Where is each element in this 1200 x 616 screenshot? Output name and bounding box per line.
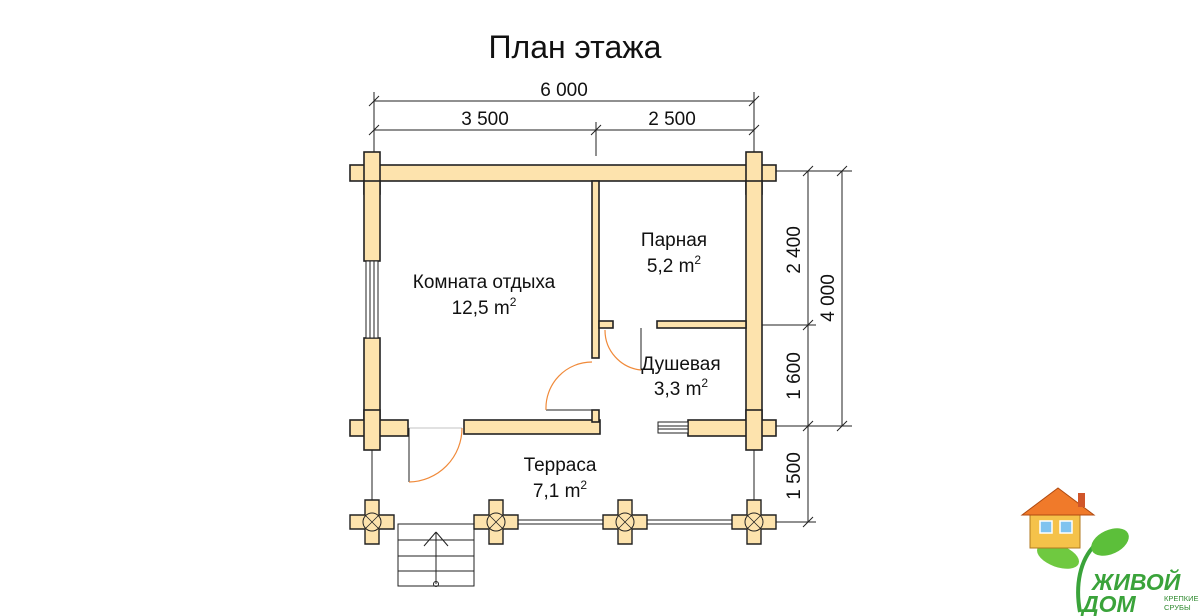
terrace-post <box>473 499 519 545</box>
page-title: План этажа <box>489 29 662 65</box>
terrace-post <box>731 499 777 545</box>
logo-tagline-1: КРЕПКИЕ <box>1164 594 1199 603</box>
room-area: 12,5 m2 <box>452 295 517 319</box>
dim-depth-top: 2 400 <box>784 226 805 274</box>
dim-left-width: 3 500 <box>461 109 509 130</box>
brand-logo: ЖИВОЙ ДОМ КРЕПКИЕ СРУБЫ <box>1020 487 1199 616</box>
room-rest: Комната отдыха 12,5 m2 <box>413 272 556 319</box>
logo-line2: ДОМ <box>1080 591 1137 616</box>
room-area: 5,2 m2 <box>647 253 702 277</box>
stairs <box>397 523 475 587</box>
bottom-window <box>657 421 689 434</box>
doors <box>408 328 642 483</box>
left-window <box>365 260 379 339</box>
walls <box>349 151 777 451</box>
room-name: Комната отдыха <box>413 272 556 293</box>
house-icon <box>1020 487 1129 613</box>
top-dimension-lines <box>368 92 760 160</box>
room-area: 3,3 m2 <box>654 376 709 400</box>
terrace-post <box>602 499 648 545</box>
room-shower: Душевая 3,3 m2 <box>641 354 720 400</box>
right-dimension-lines <box>760 165 852 528</box>
dim-right-width: 2 500 <box>648 109 696 130</box>
terrace-posts <box>349 499 777 545</box>
room-steam: Парная 5,2 m2 <box>641 230 707 277</box>
room-name: Душевая <box>641 354 720 375</box>
terrace-outline <box>371 450 755 525</box>
room-name: Терраса <box>524 455 597 476</box>
dim-depth-terrace: 1 500 <box>784 452 805 500</box>
dim-total-width: 6 000 <box>540 80 588 101</box>
room-area: 7,1 m2 <box>533 478 588 502</box>
logo-line1: ЖИВОЙ <box>1091 567 1181 595</box>
logo-tagline-2: СРУБЫ <box>1164 603 1191 612</box>
dim-depth-mid: 1 600 <box>784 352 805 400</box>
room-terrace: Терраса 7,1 m2 <box>524 455 597 502</box>
terrace-post <box>349 499 395 545</box>
room-name: Парная <box>641 230 707 251</box>
dim-total-depth: 4 000 <box>818 274 839 322</box>
